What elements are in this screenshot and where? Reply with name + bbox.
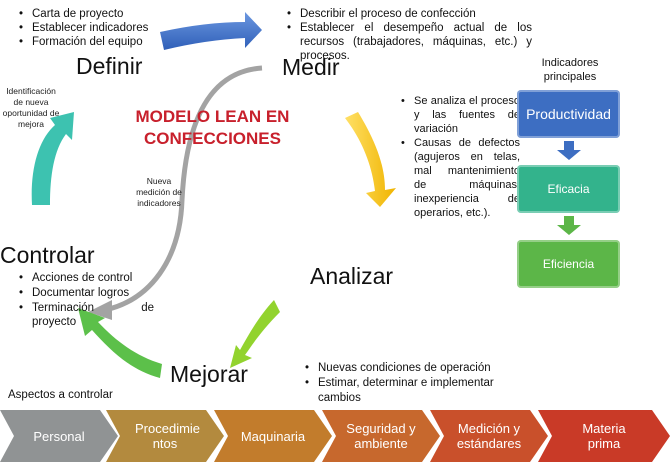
phase-medir: Medir <box>282 54 340 80</box>
indicator-eficiencia: Eficiencia <box>517 240 620 288</box>
arrow-eficacia-to-eficiencia <box>557 216 581 235</box>
mejorar-bullets: Nuevas condiciones de operación Estimar,… <box>304 361 518 406</box>
diagram-title: MODELO LEAN EN CONFECCIONES <box>135 107 290 148</box>
aspect-label: Materia prima <box>582 421 626 451</box>
note-identificacion: Identificación de nueva oportunidad de m… <box>2 86 60 129</box>
indicadores-heading: Indicadores principales <box>541 57 599 83</box>
aspectos-heading: Aspectos a controlar <box>8 389 113 401</box>
indicator-eficacia: Eficacia <box>517 165 620 213</box>
medir-bullet: Describir el proceso de confección <box>287 7 532 21</box>
note-nueva-medicion: Nueva medición de indicadores <box>136 176 182 208</box>
arrow-identificacion <box>31 112 75 205</box>
aspect-procedimientos: Procedimie ntos <box>106 410 224 462</box>
phase-definir: Definir <box>76 53 143 79</box>
mejorar-bullet: Nuevas condiciones de operación <box>305 361 518 376</box>
medir-bullet: Establecer el desempeño actual de los re… <box>287 21 532 63</box>
controlar-bullet: Terminación de proyecto <box>19 301 154 329</box>
aspect-label: Procedimie ntos <box>135 421 201 451</box>
aspect-maquinaria: Maquinaria <box>214 410 332 462</box>
aspect-label: Maquinaria <box>240 428 306 444</box>
mejorar-bullet: Estimar, determinar e implementar cambio… <box>305 376 518 406</box>
analizar-bullet: Causas de defectos (agujeros en telas, m… <box>401 136 520 220</box>
aspect-personal: Personal <box>0 410 118 462</box>
medir-bullets: Describir el proceso de confección Estab… <box>286 7 532 63</box>
aspect-label: Personal <box>33 428 85 444</box>
analizar-bullet: Se analiza el proceso y las fuentes de v… <box>401 94 520 136</box>
arrow-analizar-to-mejorar <box>230 300 280 368</box>
aspect-materia-prima: Materia prima <box>538 410 670 462</box>
aspect-seguridad: Seguridad y ambiente <box>322 410 440 462</box>
aspect-label: Seguridad y ambiente <box>346 421 416 451</box>
arrow-productividad-to-eficacia <box>557 141 581 160</box>
phase-controlar: Controlar <box>0 242 95 268</box>
indicator-productividad: Productividad <box>517 90 620 138</box>
definir-bullet: Formación del equipo <box>19 35 148 49</box>
aspect-label: Medición y estándares <box>456 421 522 451</box>
controlar-bullet: Documentar logros <box>19 286 154 301</box>
definir-bullet: Establecer indicadores <box>19 21 148 35</box>
controlar-bullet: Acciones de control <box>19 271 154 286</box>
phase-analizar: Analizar <box>310 263 394 289</box>
phase-mejorar: Mejorar <box>170 361 248 387</box>
arrow-medir-to-analizar <box>345 112 396 207</box>
analizar-bullets: Se analiza el proceso y las fuentes de v… <box>400 94 520 220</box>
arrow-definir-to-medir <box>160 12 262 50</box>
controlar-bullets: Acciones de control Documentar logros Te… <box>18 271 154 329</box>
aspect-medicion: Medición y estándares <box>430 410 548 462</box>
definir-bullets: Carta de proyecto Establecer indicadores… <box>18 7 148 49</box>
definir-bullet: Carta de proyecto <box>19 7 148 21</box>
